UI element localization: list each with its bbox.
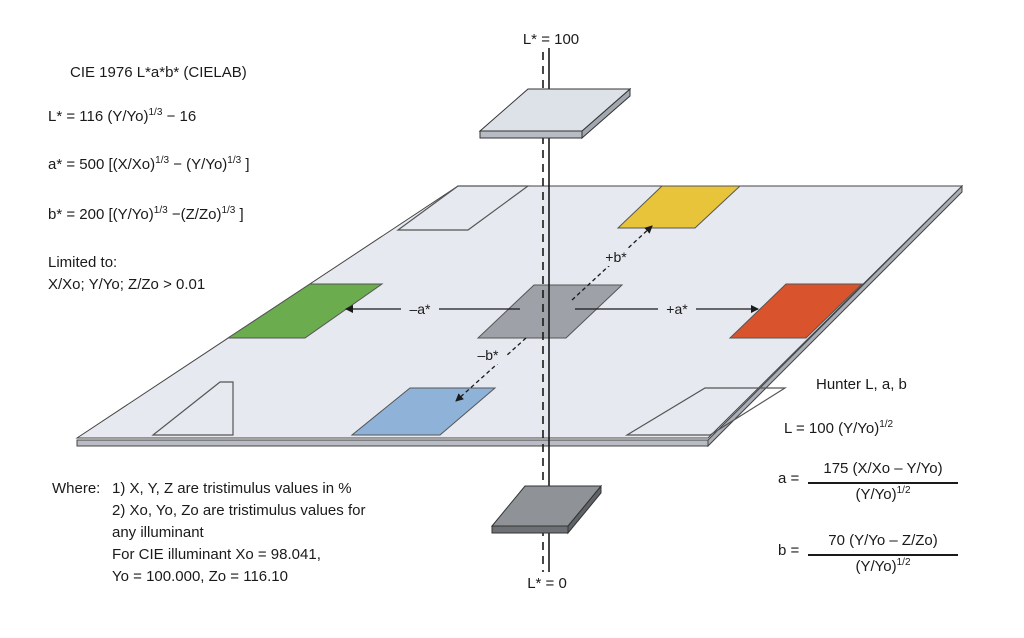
minus-a-label: –a* (409, 301, 431, 317)
cielab-b-formula: b* = 200 [(Y/Yo)1/3 −(Z/Zo)1/3 ] (48, 206, 244, 224)
cielab-a-text-3: ] (241, 156, 250, 173)
limited-to-label: Limited to: (48, 254, 118, 271)
minus-b-label: –b* (477, 347, 499, 363)
corner-outline-top-left (396, 185, 530, 231)
cielab-a-text-2: − (Y/Yo) (169, 156, 228, 173)
hunter-b-fraction-bar (808, 554, 958, 556)
cielab-l-exp: 1/3 (148, 107, 163, 118)
cielab-a-text-1: a* = 500 [(X/Xo) (48, 156, 156, 173)
a-axis: –a* +a* (345, 300, 759, 318)
hunter-a-formula: a = 175 (X/Xo – Y/Yo) (Y/Yo)1/2 (778, 460, 958, 512)
corner-outlines (151, 185, 788, 436)
hunter-b-numerator: 70 (Y/Yo – Z/Zo) (828, 532, 938, 549)
hunter-a-den-exp: 1/2 (896, 485, 911, 496)
l-0-label: L* = 0 (527, 575, 567, 592)
where-line-5: Yo = 100.000, Zo = 116.10 (112, 568, 288, 585)
hunter-b-lhs: b = (778, 542, 800, 559)
cielab-l-tail: − 16 (162, 108, 197, 125)
bottom-lightness-panel (490, 484, 603, 535)
cielab-b-text-3: ] (235, 206, 244, 223)
hunter-title: Hunter L, a, b (816, 376, 907, 393)
green-patch (226, 283, 384, 339)
plus-a-label: +a* (666, 301, 688, 317)
hunter-b-den-text: (Y/Yo) (855, 558, 897, 575)
hunter-b-denominator: (Y/Yo)1/2 (808, 557, 958, 576)
where-line-2: 2) Xo, Yo, Zo are tristimulus values for (112, 502, 366, 519)
gray-center-patch (476, 284, 624, 339)
hunter-a-lhs: a = (778, 470, 800, 487)
where-line-3: any illuminant (112, 524, 204, 541)
cielab-a-exp-1: 1/3 (155, 155, 170, 166)
cielab-l-text: L* = 116 (Y/Yo) (48, 108, 149, 125)
hunter-l-exp: 1/2 (879, 419, 894, 430)
hunter-b-formula: b = 70 (Y/Yo – Z/Zo) (Y/Yo)1/2 (778, 532, 958, 584)
limited-to-values: X/Xo; Y/Yo; Z/Zo > 0.01 (48, 276, 206, 293)
minus-b-arrow (455, 337, 527, 402)
cielab-title: CIE 1976 L*a*b* (CIELAB) (70, 64, 247, 81)
corner-outline-bottom-left (151, 381, 234, 436)
hunter-a-den-text: (Y/Yo) (855, 486, 897, 503)
yellow-patch (616, 185, 742, 229)
cielab-b-text-1: b* = 200 [(Y/Yo) (48, 206, 154, 223)
hunter-b-den-exp: 1/2 (896, 557, 911, 568)
cielab-a-formula: a* = 500 [(X/Xo)1/3 − (Y/Yo)1/3 ] (48, 156, 250, 174)
top-lightness-panel (478, 87, 632, 140)
l-100-label: L* = 100 (523, 31, 579, 48)
cielab-a-exp-2: 1/3 (227, 155, 242, 166)
cielab-b-exp-2: 1/3 (221, 205, 236, 216)
where-line-4: For CIE illuminant Xo = 98.041, (112, 546, 321, 563)
corner-outline-bottom-right (624, 387, 788, 436)
hunter-a-numerator: 175 (X/Xo – Y/Yo) (823, 460, 943, 477)
hunter-a-fraction-bar (808, 482, 958, 484)
cielab-l-formula: L* = 116 (Y/Yo)1/3 − 16 (48, 108, 196, 126)
b-axis: +b* –b* (455, 225, 653, 402)
hunter-l-formula: L = 100 (Y/Yo)1/2 (784, 420, 893, 438)
cielab-b-text-2: −(Z/Zo) (167, 206, 222, 223)
plus-b-label: +b* (605, 249, 627, 265)
red-patch (728, 283, 864, 339)
hunter-a-denominator: (Y/Yo)1/2 (808, 485, 958, 504)
where-label: Where: (52, 480, 101, 497)
hunter-l-text: L = 100 (Y/Yo) (784, 420, 880, 437)
cielab-b-exp-1: 1/3 (153, 205, 168, 216)
where-line-1: 1) X, Y, Z are tristimulus values in % (112, 480, 352, 497)
